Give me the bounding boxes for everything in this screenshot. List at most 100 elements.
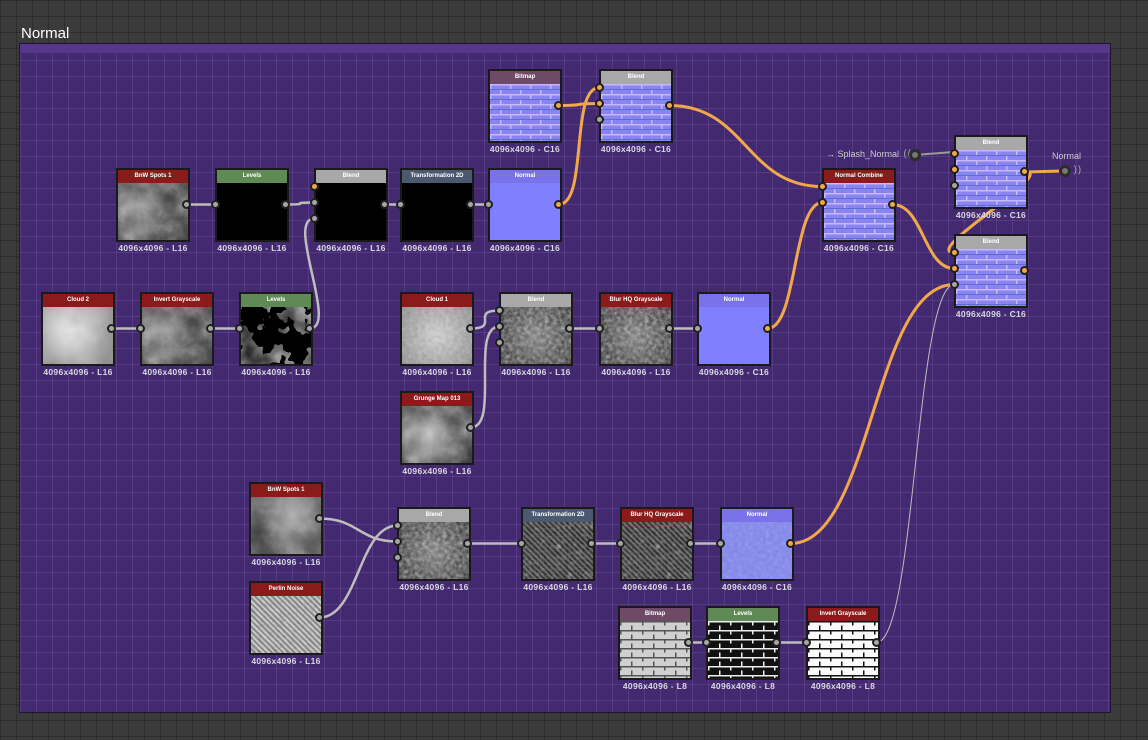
input-port[interactable] — [517, 539, 526, 548]
node-normal[interactable]: Normal — [720, 507, 794, 581]
node-title: Blend — [956, 137, 1026, 150]
input-port[interactable] — [484, 200, 493, 209]
node-normal[interactable]: Normal — [488, 168, 562, 242]
input-port[interactable] — [495, 322, 504, 331]
node-preview — [241, 307, 311, 364]
output-port[interactable] — [763, 324, 772, 333]
input-port[interactable] — [802, 638, 811, 647]
node-blend[interactable]: Blend — [499, 292, 573, 366]
node-resolution: 4096x4096 - L8 — [810, 681, 876, 691]
output-port[interactable] — [206, 324, 215, 333]
input-port[interactable] — [211, 200, 220, 209]
node-resolution: 4096x4096 - L16 — [402, 466, 472, 476]
output-port[interactable] — [684, 638, 693, 647]
output-port[interactable] — [315, 613, 324, 622]
output-port[interactable] — [466, 324, 475, 333]
node-blend[interactable]: Blend — [314, 168, 388, 242]
input-port[interactable] — [235, 324, 244, 333]
node-resolution: 4096x4096 - L16 — [402, 243, 472, 253]
node-blend[interactable]: Blend — [954, 234, 1028, 308]
output-port[interactable] — [888, 200, 897, 209]
node-title: Blur HQ Grayscale — [622, 509, 692, 522]
node-invert-grayscale[interactable]: Invert Grayscale — [806, 606, 880, 680]
input-port[interactable] — [950, 165, 959, 174]
input-port[interactable] — [950, 149, 959, 158]
output-port[interactable] — [872, 638, 881, 647]
node-cloud-1[interactable]: Cloud 1 — [400, 292, 474, 366]
node-transformation-2d[interactable]: Transformation 2D — [521, 507, 595, 581]
output-port[interactable] — [305, 324, 314, 333]
input-port[interactable] — [818, 182, 827, 191]
node-levels[interactable]: Levels — [239, 292, 313, 366]
input-port[interactable] — [818, 198, 827, 207]
input-port[interactable] — [396, 200, 405, 209]
output-port[interactable] — [554, 200, 563, 209]
node-levels[interactable]: Levels — [706, 606, 780, 680]
output-port[interactable] — [587, 539, 596, 548]
input-port[interactable] — [693, 324, 702, 333]
output-port[interactable] — [107, 324, 116, 333]
node-levels[interactable]: Levels — [215, 168, 289, 242]
output-port[interactable] — [554, 101, 563, 110]
input-port[interactable] — [393, 521, 402, 530]
node-preview — [402, 406, 472, 463]
input-port[interactable] — [950, 181, 959, 190]
node-normal[interactable]: Normal — [697, 292, 771, 366]
node-blur-hq-grayscale[interactable]: Blur HQ Grayscale — [599, 292, 673, 366]
input-port[interactable] — [393, 537, 402, 546]
input-port[interactable] — [495, 338, 504, 347]
input-port[interactable] — [950, 248, 959, 257]
output-port[interactable] — [665, 101, 674, 110]
input-port[interactable] — [950, 264, 959, 273]
node-cloud-2[interactable]: Cloud 2 — [41, 292, 115, 366]
output-port[interactable] — [466, 200, 475, 209]
node-preview — [699, 307, 769, 364]
node-blend[interactable]: Blend — [954, 135, 1028, 209]
input-port[interactable] — [595, 324, 604, 333]
node-invert-grayscale[interactable]: Invert Grayscale — [140, 292, 214, 366]
output-port[interactable] — [1020, 167, 1029, 176]
output-port[interactable] — [1020, 266, 1029, 275]
output-port[interactable] — [466, 423, 475, 432]
input-port[interactable] — [393, 553, 402, 562]
node-normal-combine[interactable]: Normal Combine — [822, 168, 896, 242]
output-port[interactable] — [786, 539, 795, 548]
input-terminal-splash-normal[interactable] — [909, 149, 921, 161]
node-preview — [118, 183, 188, 240]
input-port[interactable] — [310, 198, 319, 207]
output-port[interactable] — [380, 200, 389, 209]
node-title: Grunge Map 013 — [402, 393, 472, 406]
input-port[interactable] — [702, 638, 711, 647]
node-resolution: 4096x4096 - L16 — [501, 367, 571, 377]
output-port[interactable] — [315, 514, 324, 523]
node-bitmap[interactable]: Bitmap — [488, 69, 562, 143]
node-grunge-map-013[interactable]: Grunge Map 013 — [400, 391, 474, 465]
input-port[interactable] — [310, 214, 319, 223]
output-port[interactable] — [463, 539, 472, 548]
output-port[interactable] — [772, 638, 781, 647]
input-port[interactable] — [595, 99, 604, 108]
input-port[interactable] — [595, 83, 604, 92]
output-port[interactable] — [686, 539, 695, 548]
output-terminal-normal[interactable] — [1059, 165, 1071, 177]
input-port[interactable] — [716, 539, 725, 548]
node-bnw-spots-1[interactable]: BnW Spots 1 — [116, 168, 190, 242]
output-port[interactable] — [565, 324, 574, 333]
input-port[interactable] — [495, 306, 504, 315]
node-blur-hq-grayscale[interactable]: Blur HQ Grayscale — [620, 507, 694, 581]
node-bnw-spots-1[interactable]: BnW Spots 1 — [249, 482, 323, 556]
input-port[interactable] — [950, 280, 959, 289]
node-blend[interactable]: Blend — [397, 507, 471, 581]
output-port[interactable] — [182, 200, 191, 209]
input-port[interactable] — [310, 182, 319, 191]
node-bitmap[interactable]: Bitmap — [618, 606, 692, 680]
node-blend[interactable]: Blend — [599, 69, 673, 143]
frame-header-strip — [20, 44, 1110, 53]
input-port[interactable] — [136, 324, 145, 333]
input-port[interactable] — [616, 539, 625, 548]
input-port[interactable] — [595, 115, 604, 124]
output-port[interactable] — [281, 200, 290, 209]
node-transformation-2d[interactable]: Transformation 2D — [400, 168, 474, 242]
output-port[interactable] — [665, 324, 674, 333]
node-perlin-noise[interactable]: Perlin Noise — [249, 581, 323, 655]
